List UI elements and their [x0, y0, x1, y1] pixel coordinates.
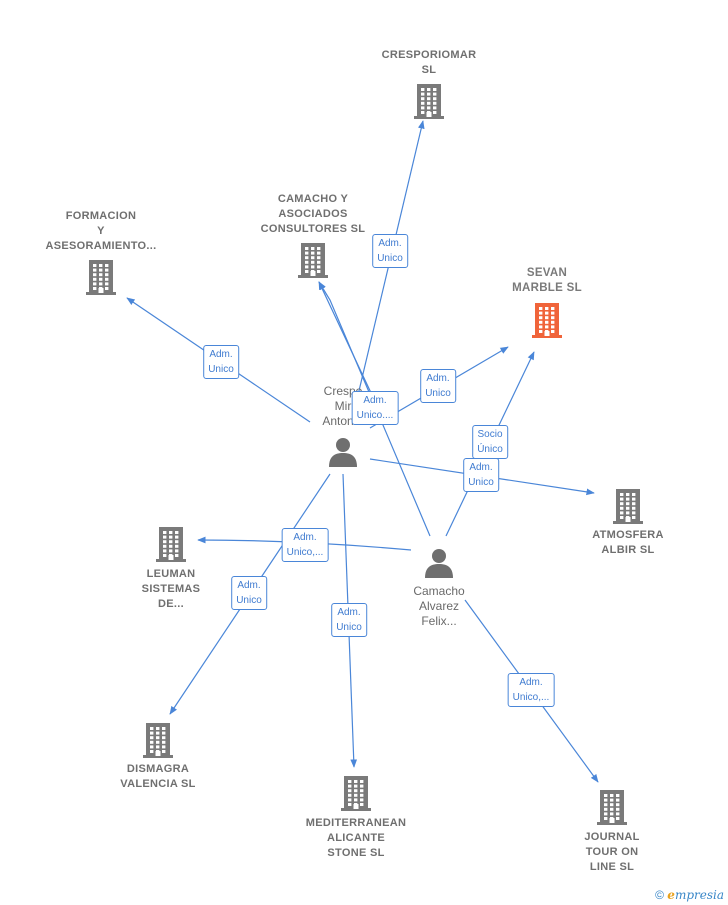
relation-label-line: Unico: [236, 595, 262, 606]
relation-label-line: Unico: [377, 253, 403, 264]
relation-label-l-formacion[interactable]: Adm. Unico: [203, 345, 239, 379]
company-label-line: ASOCIADOS: [278, 208, 348, 220]
company-label-line: VALENCIA SL: [120, 778, 196, 790]
company-label-line: LEUMAN: [146, 568, 196, 580]
company-label[interactable]: DISMAGRA VALENCIA SL: [120, 762, 195, 792]
relation-label-line: Socio: [477, 429, 503, 440]
relation-label-line: Unico: [336, 622, 362, 633]
brand-logo-text: mpresia: [674, 888, 724, 902]
building-icon: [298, 243, 328, 278]
company-label-line: JOURNAL: [584, 831, 640, 843]
relation-label-line: Adm.: [426, 373, 450, 384]
relation-label-l-journal[interactable]: Adm. Unico,...: [507, 673, 555, 707]
company-label-line: CONSULTORES SL: [260, 223, 366, 235]
relation-label-l-cresporiomar[interactable]: Adm. Unico: [372, 234, 408, 268]
company-label-line: CRESPORIOMAR: [381, 49, 477, 61]
relation-label-l-atmosfera[interactable]: Adm. Unico: [463, 458, 499, 492]
copyright-symbol: ©: [655, 888, 664, 902]
relation-label-line: Adm.: [209, 349, 233, 360]
company-label[interactable]: MEDITERRANEAN ALICANTE STONE SL: [306, 816, 406, 861]
relation-label-line: Adm.: [519, 677, 543, 688]
relation-label-line: Unico: [468, 477, 494, 488]
company-label-line: SISTEMAS: [141, 583, 201, 595]
company-label-line: DE...: [158, 598, 184, 610]
company-label-line: Y: [97, 225, 105, 237]
company-label[interactable]: SEVAN MARBLE SL: [512, 266, 582, 296]
person-label-line: Camacho: [413, 584, 465, 598]
brand-logo-initial: e: [667, 888, 675, 902]
relation-label-line: Adm.: [363, 395, 387, 406]
company-label[interactable]: JOURNAL TOUR ON LINE SL: [584, 830, 639, 875]
relation-label-line: Unico: [208, 364, 234, 375]
company-label-line: ATMOSFERA: [592, 529, 664, 541]
relation-label-l-leuman[interactable]: Adm. Unico,...: [281, 528, 329, 562]
person-icon: [425, 549, 453, 578]
relation-label-line: Adm.: [293, 532, 317, 543]
relation-edge: [318, 281, 431, 537]
person-label-line: Mir: [334, 399, 352, 413]
building-icon: [414, 84, 444, 119]
relation-label-line: Adm.: [337, 607, 361, 618]
relation-label-line: Unico....: [356, 410, 394, 421]
person-label-line: Felix...: [421, 614, 457, 628]
relation-label-l-dismagra[interactable]: Adm. Unico: [231, 576, 267, 610]
relation-label-line: Adm.: [378, 238, 402, 249]
company-label[interactable]: CRESPORIOMAR SL: [382, 48, 477, 78]
company-label-line: SL: [421, 64, 437, 76]
company-label-line: LINE SL: [589, 861, 635, 873]
company-label-line: SEVAN: [526, 267, 568, 279]
person-icon: [329, 438, 357, 467]
relation-label-line: Unico,...: [286, 547, 324, 558]
company-label[interactable]: ATMOSFERA ALBIR SL: [592, 528, 664, 558]
relation-label-line: Adm.: [469, 462, 493, 473]
building-icon: [341, 776, 371, 811]
building-icon: [86, 260, 116, 295]
relation-label-l-sevan-crespo[interactable]: Adm. Unico: [420, 369, 456, 403]
relation-label-l-camacho-asoc[interactable]: Adm. Unico....: [351, 391, 399, 425]
company-label-line: DISMAGRA: [126, 763, 190, 775]
company-label-line: CAMACHO Y: [277, 193, 349, 205]
footer-credit: © empresia: [655, 888, 724, 902]
company-label[interactable]: FORMACION Y ASESORAMIENTO...: [46, 209, 157, 254]
company-label[interactable]: CAMACHO Y ASOCIADOS CONSULTORES SL: [261, 192, 366, 237]
building-icon: [532, 303, 562, 338]
building-icon: [156, 527, 186, 562]
company-label-line: MEDITERRANEAN: [305, 817, 407, 829]
company-label-line: MARBLE SL: [512, 282, 582, 294]
company-label-line: FORMACION: [65, 210, 137, 222]
person-label-line: Alvarez: [418, 599, 460, 613]
company-label-line: TOUR ON: [585, 846, 639, 858]
relation-label-line: Único: [477, 444, 503, 455]
building-icon: [613, 489, 643, 524]
building-icon: [143, 723, 173, 758]
relation-edge: [318, 281, 373, 396]
company-label-line: ALICANTE: [326, 832, 385, 844]
company-label-line: ASESORAMIENTO...: [45, 240, 157, 252]
company-label[interactable]: LEUMAN SISTEMAS DE...: [142, 567, 201, 612]
relation-label-line: Unico,...: [512, 692, 550, 703]
company-label-line: STONE SL: [327, 847, 385, 859]
company-label-line: ALBIR SL: [601, 544, 655, 556]
building-icon: [597, 790, 627, 825]
relation-label-line: Unico: [425, 388, 451, 399]
relation-label-l-mediterranean[interactable]: Adm. Unico: [331, 603, 367, 637]
relation-label-line: Adm.: [237, 580, 261, 591]
